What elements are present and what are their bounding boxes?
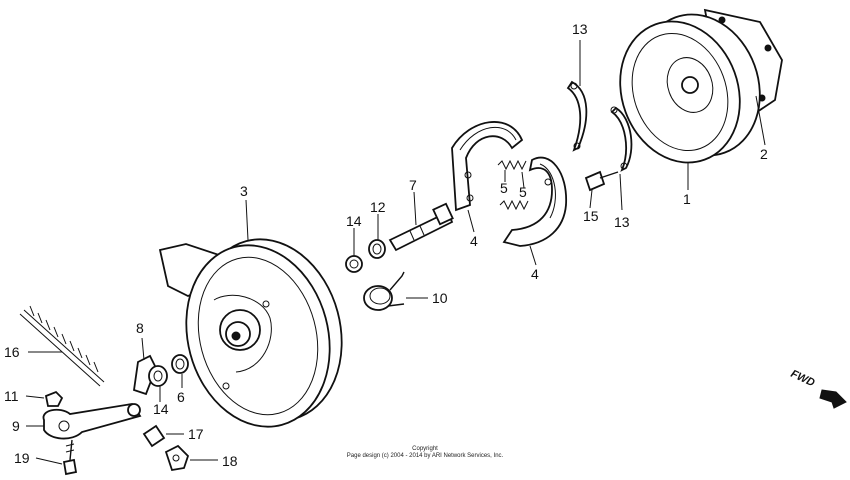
label-part-16: 16 [4,344,20,360]
return-spring-long [19,305,105,387]
bolt-15 [584,170,619,192]
bolt-19 [62,439,78,476]
label-part-19: 19 [14,450,30,466]
seal-14-lower [148,365,168,387]
label-part-18: 18 [222,453,238,469]
washer-12 [368,239,386,259]
label-part-8: 8 [136,320,144,336]
retainer-clip-upper [566,80,588,152]
label-part-4-upper: 4 [470,233,478,249]
seal-14-upper [345,255,363,273]
brake-cam [388,202,454,252]
label-part-17: 17 [188,426,204,442]
copyright-line-2: Page design (c) 2004 - 2014 by ARI Netwo… [347,453,504,459]
fwd-arrow-icon [819,389,847,409]
label-part-5-left: 5 [500,180,508,196]
retainer-clip-lower [610,106,633,172]
brake-shoe-lower [502,156,567,247]
label-part-13-bottom: 13 [614,214,630,230]
label-part-3: 3 [240,183,248,199]
label-part-14-upper: 14 [346,213,362,229]
label-part-1: 1 [683,191,691,207]
shoe-spring-lower [499,199,529,211]
o-ring-6 [171,354,189,374]
label-part-12: 12 [370,199,386,215]
leader-lines [25,40,766,465]
label-part-15: 15 [583,208,599,224]
shoe-spring-upper [497,159,527,171]
label-part-4-lower: 4 [531,266,539,282]
forward-direction-indicator: FWD [789,368,847,409]
label-part-9: 9 [12,418,20,434]
pin-17 [142,424,166,448]
label-part-13-top: 13 [572,21,588,37]
label-part-11: 11 [4,388,19,404]
label-part-5-right: 5 [519,184,527,200]
label-part-10: 10 [432,290,448,306]
label-part-7: 7 [409,177,417,193]
nut-11 [44,390,64,407]
joint-18 [164,444,190,472]
brake-arm [42,403,142,440]
brake-panel [158,238,343,428]
copyright-line-1: Copyright [412,446,438,452]
label-part-14-lower: 14 [153,401,169,417]
label-part-6: 6 [177,389,185,405]
copyright-notice: Copyright Page design (c) 2004 - 2014 by… [347,446,504,459]
brake-drum [619,8,783,164]
part-labels: 1 2 3 4 4 5 5 6 7 8 9 10 11 12 13 13 14 … [4,21,768,469]
torsion-spring [363,271,405,311]
label-part-2: 2 [760,146,768,162]
brake-shoe-upper [451,121,524,212]
fwd-label: FWD [789,368,817,389]
